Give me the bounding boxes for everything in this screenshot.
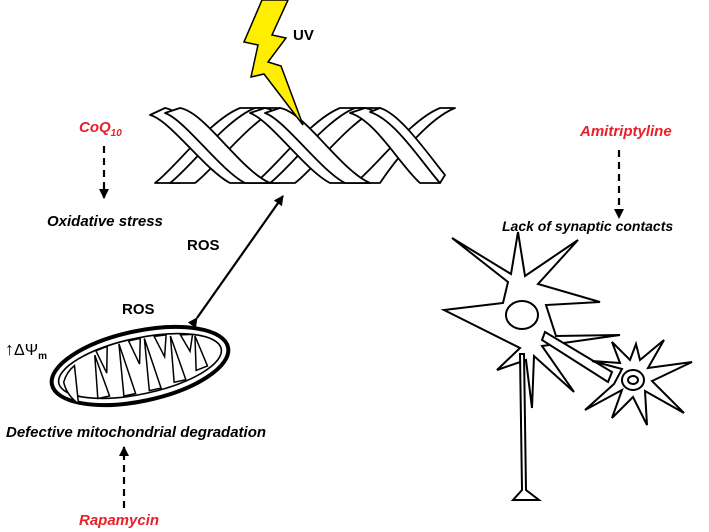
- ros-dna-label: ROS: [187, 237, 220, 254]
- lack-synaptic-contacts-label: Lack of synaptic contacts: [502, 218, 674, 234]
- uv-label: UV: [293, 27, 314, 44]
- rapamycin-label: Rapamycin: [79, 512, 160, 529]
- amitriptyline-label: Amitriptyline: [580, 123, 672, 140]
- coq10-label: CoQ10: [79, 119, 122, 139]
- lightning-bolt-icon: [242, 0, 304, 126]
- neuron-icon: [440, 231, 693, 501]
- delta-psi-label: ↑ΔΨm: [5, 339, 47, 363]
- mitochondrion-icon: [49, 324, 231, 408]
- dna-helix-icon: [149, 107, 456, 184]
- up-arrow-icon: ↑: [5, 339, 14, 359]
- defective-degradation-label: Defective mitochondrial degradation: [6, 424, 267, 441]
- ros-mitochondrion-label: ROS: [122, 301, 155, 318]
- ros-double-arrow: [187, 195, 284, 329]
- oxidative-stress-label: Oxidative stress: [47, 213, 163, 230]
